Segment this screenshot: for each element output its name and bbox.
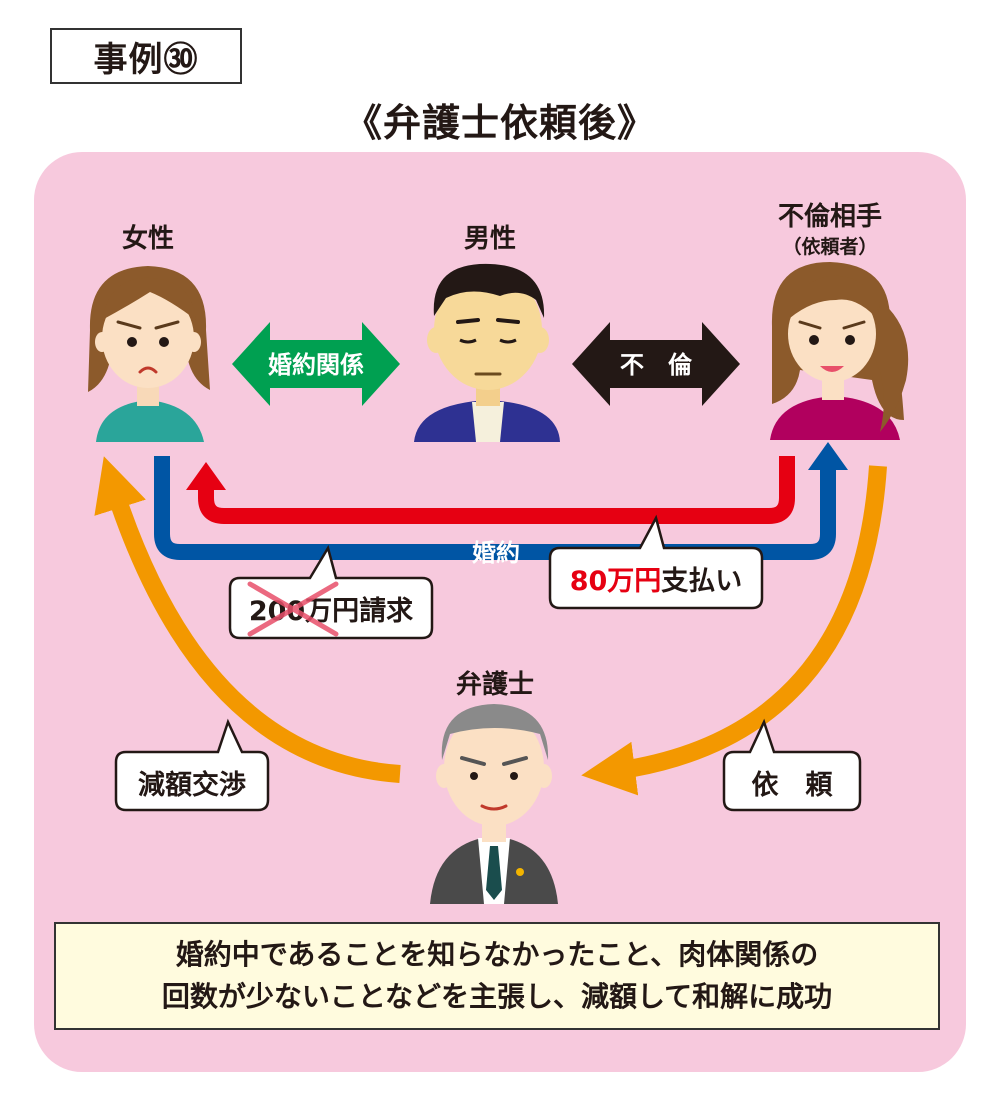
summary-line-2: 回数が少ないことなどを主張し、減額して和解に成功 bbox=[161, 980, 833, 1013]
request-callout-bubble bbox=[722, 718, 862, 812]
request-arrow bbox=[581, 465, 887, 796]
man-figure bbox=[414, 263, 560, 442]
claim-suffix: 請求 bbox=[359, 596, 414, 627]
affair-partner-sublabel: （依頼者） bbox=[782, 236, 878, 258]
engagement-arrow bbox=[232, 322, 400, 406]
affair-arrow bbox=[572, 322, 740, 406]
engagement-label: 婚約関係 bbox=[268, 351, 364, 379]
payment-amount: 80万円 bbox=[569, 566, 662, 597]
negotiation-callout: 減額交渉 bbox=[138, 770, 246, 801]
affair-label: 不 倫 bbox=[620, 351, 693, 379]
woman-figure bbox=[88, 266, 210, 442]
payment-callout: 80万円支払い bbox=[550, 559, 762, 598]
claim-amount: 200万円 bbox=[248, 596, 360, 627]
lawyer-label: 弁護士 bbox=[455, 670, 534, 700]
summary-box: 婚約中であることを知らなかったこと、肉体関係の 回数が少ないことなどを主張し、減… bbox=[54, 922, 940, 1030]
woman-label: 女性 bbox=[121, 224, 174, 254]
request-callout: 依 頼 bbox=[751, 770, 833, 801]
payment-suffix: 支払い bbox=[661, 566, 743, 597]
affair-partner-label: 不倫相手 bbox=[777, 202, 882, 232]
negotiation-callout-bubble bbox=[114, 718, 270, 812]
case-label: 事例㉚ bbox=[50, 28, 242, 84]
engagement-line-arrow bbox=[154, 442, 848, 560]
engagement-line-label: 婚約 bbox=[472, 539, 520, 567]
payment-callout-bubble bbox=[548, 514, 764, 610]
page-title: 《弁護士依頼後》 bbox=[343, 101, 656, 145]
negotiation-arrow bbox=[94, 456, 401, 783]
lawyer-figure bbox=[430, 704, 558, 904]
claim-arrow bbox=[186, 456, 795, 524]
summary-line-1: 婚約中であることを知らなかったこと、肉体関係の bbox=[175, 938, 819, 971]
man-label: 男性 bbox=[463, 224, 516, 254]
claim-callout: 200万円請求 bbox=[230, 589, 432, 628]
affair-partner-figure bbox=[770, 262, 909, 440]
